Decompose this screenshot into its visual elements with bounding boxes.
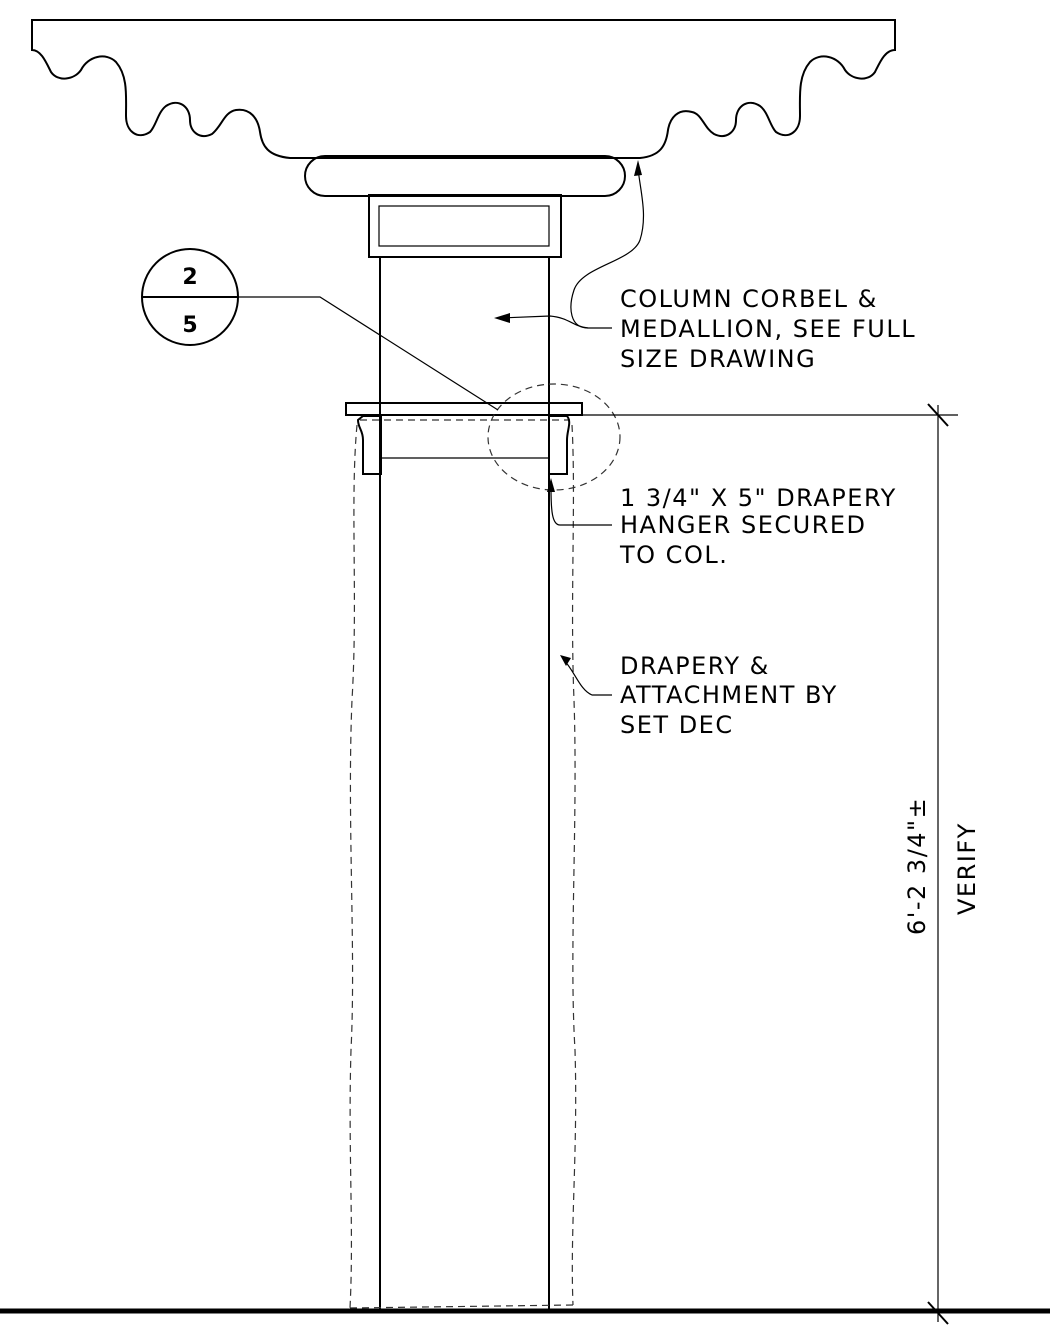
dimension-note: VERIFY [953,822,981,915]
section-tag-bottom: 5 [182,313,197,338]
corbel-note-line-3: SIZE DRAWING [620,345,816,373]
drapery-note-line-2: ATTACHMENT BY [620,681,838,709]
hanger-leader-arrow [547,478,555,492]
corbel-note-line-2: MEDALLION, SEE FULL [620,315,916,343]
hanger-leader [550,487,612,526]
hanger-plate [345,402,583,416]
medallion-leader-arrow [494,313,510,323]
drapery-outline-right [571,424,577,1306]
section-tag-leader [238,296,499,411]
hanger-note-line-1: 1 3/4" X 5" DRAPERY [620,484,897,512]
drapery-note: DRAPERY & ATTACHMENT BY SET DEC [620,652,838,739]
hanger-bracket-right [548,415,571,475]
corbel-leader [570,167,645,329]
medallion-panel [378,205,550,247]
hanger-bracket-left [356,415,382,475]
corbel-bracket [31,19,896,159]
medallion-leader [499,315,589,329]
drapery-note-line-1: DRAPERY & [620,652,770,680]
hanger-note: 1 3/4" X 5" DRAPERY HANGER SECURED TO CO… [619,484,897,569]
corbel-torus [304,155,626,197]
section-tag-top: 2 [182,265,197,290]
corbel-note: COLUMN CORBEL & MEDALLION, SEE FULL SIZE… [620,285,916,373]
drapery-outline-bottom [349,1304,574,1309]
drapery-leader [563,659,612,696]
drapery-outline-left [349,424,358,1309]
hanger-note-line-3: TO COL. [619,541,728,569]
detail-callout-circle [487,383,621,491]
drapery-leader-arrow [560,655,571,666]
corbel-leader-arrow [634,160,642,176]
corbel-note-line-1: COLUMN CORBEL & [620,285,878,313]
drapery-note-line-3: SET DEC [620,711,734,739]
dimension-tick-top [927,403,949,427]
dimension-value: 6'-2 3/4"± [903,797,931,935]
medallion-block [368,194,562,258]
hanger-note-line-2: HANGER SECURED [620,511,867,539]
section-tag: 2 5 [141,248,239,346]
